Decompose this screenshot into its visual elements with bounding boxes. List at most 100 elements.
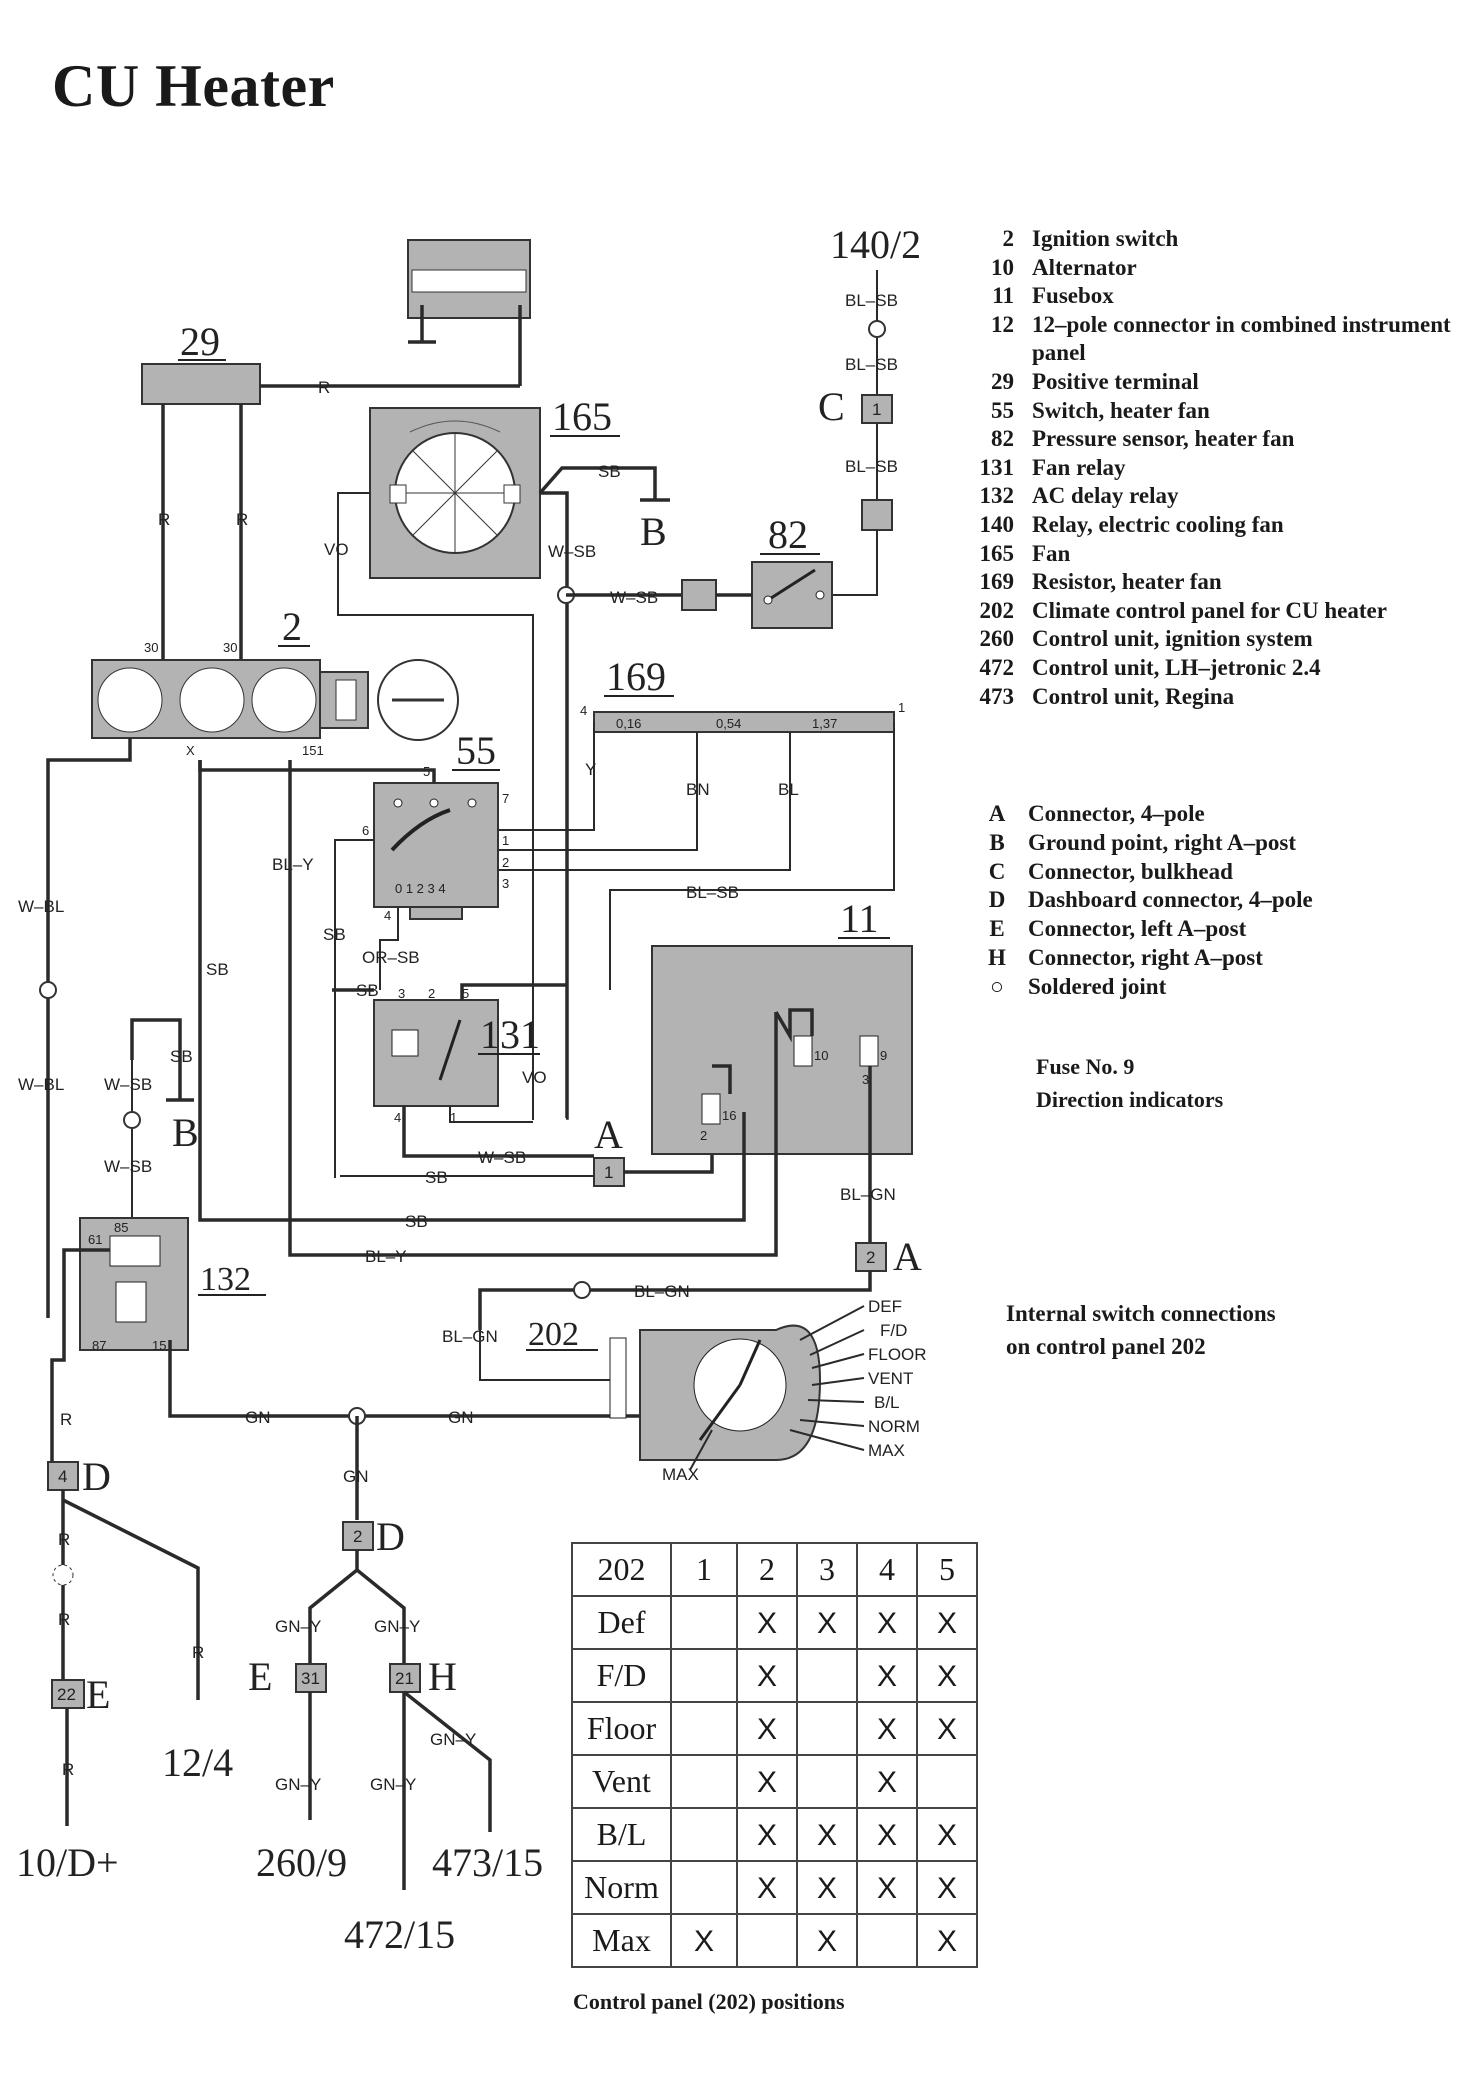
svg-text:F/D: F/D <box>880 1321 907 1340</box>
fan-relay-131: 131 3 2 5 4 1 <box>373 986 540 1125</box>
table-cell: X <box>876 1872 897 1905</box>
endpoint-12-4: 12/4 <box>162 1740 233 1785</box>
legend-number: 2 <box>1002 226 1015 251</box>
connector-e: E <box>86 1672 110 1717</box>
internal-note-line2: on control panel 202 <box>1006 1334 1206 1359</box>
wire-label: BL–GN <box>840 1185 896 1204</box>
legend-number: 165 <box>979 540 1015 566</box>
fuse-note: Fuse No. 9 Direction indicators <box>1036 1050 1223 1116</box>
wire-label: BL–GN <box>634 1282 690 1301</box>
ac-delay-relay-132: 132 85 61 87 15 <box>79 1217 266 1353</box>
wire-label: BL–GN <box>442 1327 498 1346</box>
svg-text:1: 1 <box>604 1163 613 1182</box>
table-cell: X <box>936 1713 957 1746</box>
legend-number: 11 <box>992 283 1014 309</box>
svg-text:1: 1 <box>898 700 905 715</box>
table-row-label: Def <box>571 1595 672 1650</box>
svg-text:3: 3 <box>502 876 509 891</box>
wire-label: GN–Y <box>275 1775 321 1794</box>
wire-label: R <box>62 1760 74 1779</box>
table-cell: X <box>756 1819 777 1852</box>
label-2: 2 <box>282 604 302 649</box>
svg-text:4: 4 <box>58 1467 67 1486</box>
svg-text:2: 2 <box>866 1248 875 1267</box>
label-202: 202 <box>528 1316 579 1353</box>
legend-item: 11 Fusebox <box>964 282 1452 311</box>
svg-text:3: 3 <box>862 1072 869 1087</box>
legend-text: Pressure sensor, heater fan <box>1032 426 1295 452</box>
control-panel-202: 202 <box>526 1316 822 1461</box>
legend-item: 202 Climate control panel for CU heater <box>964 597 1452 626</box>
table-cell: X <box>756 1713 777 1746</box>
svg-text:9: 9 <box>880 1048 887 1063</box>
svg-text:DEF: DEF <box>868 1297 902 1316</box>
svg-text:MAX: MAX <box>868 1441 905 1460</box>
legend-key: ○ <box>990 973 1004 999</box>
svg-text:MAX: MAX <box>662 1465 699 1484</box>
connector-d2: D <box>376 1514 405 1559</box>
legend-text: Positive terminal <box>1032 368 1199 394</box>
legend-text: Climate control panel for CU heater <box>1032 597 1387 623</box>
svg-text:0 1 2 3 4: 0 1 2 3 4 <box>395 881 446 896</box>
legend-text: AC delay relay <box>1032 483 1179 509</box>
legend-item: ○Soldered joint <box>984 973 1313 1002</box>
position-table-caption: Control panel (202) positions <box>573 1989 845 2014</box>
wire-label: W–BL <box>18 1075 64 1094</box>
legend-number: 55 <box>991 397 1014 423</box>
table-cell: X <box>876 1766 897 1799</box>
table-column-header: 1 <box>670 1542 738 1597</box>
wire-label: R <box>58 1530 70 1549</box>
internal-note-line1: Internal switch connections <box>1006 1301 1276 1326</box>
wire-label: W–SB <box>478 1148 526 1167</box>
legend-text: 12–pole connector in combined instrument… <box>1032 311 1451 366</box>
wire-label: W–SB <box>548 542 596 561</box>
svg-text:87: 87 <box>92 1338 106 1353</box>
label-131: 131 <box>480 1012 540 1057</box>
label-169: 169 <box>606 654 666 699</box>
svg-text:FLOOR: FLOOR <box>868 1345 927 1364</box>
legend-text: Control unit, ignition system <box>1032 626 1313 652</box>
wire-label: GN <box>448 1408 474 1427</box>
wire-label: W–SB <box>610 588 658 607</box>
label-140-2: 140/2 <box>830 222 921 267</box>
connector-d: D <box>82 1454 111 1499</box>
svg-text:21: 21 <box>395 1669 414 1688</box>
svg-text:22: 22 <box>57 1685 76 1704</box>
svg-text:151: 151 <box>302 743 324 758</box>
table-cell: X <box>876 1819 897 1852</box>
legend-number: 202 <box>979 597 1015 623</box>
wire-label: BL <box>778 780 799 799</box>
wire-label: GN–Y <box>370 1775 416 1794</box>
wire-label: W–BL <box>18 897 64 916</box>
wire-label: GN–Y <box>430 1730 476 1749</box>
legend-text: Dashboard connector, 4–pole <box>1028 887 1313 913</box>
fuse-note-line1: Fuse No. 9 <box>1036 1054 1135 1079</box>
svg-text:6: 6 <box>362 823 369 838</box>
legend-key: B <box>989 829 1005 855</box>
legend-text: Control unit, LH–jetronic 2.4 <box>1032 654 1321 680</box>
legend-text: Resistor, heater fan <box>1032 569 1222 595</box>
ignition-switch-2: 2 30 30 151 X <box>91 604 459 758</box>
legend-text: Fusebox <box>1032 283 1114 309</box>
table-cell: X <box>876 1660 897 1693</box>
legend-number: 472 <box>979 654 1015 680</box>
table-column-header: 4 <box>856 1542 918 1597</box>
wire-label: GN–Y <box>275 1617 321 1636</box>
legend-text: Fan relay <box>1032 454 1126 480</box>
wire-label: SB <box>323 925 346 944</box>
ground-b: B <box>640 509 667 554</box>
table-cell: X <box>876 1607 897 1640</box>
fan-165: 165 <box>369 394 620 579</box>
wire-label: GN–Y <box>374 1617 420 1636</box>
legend-number: 132 <box>979 483 1015 509</box>
